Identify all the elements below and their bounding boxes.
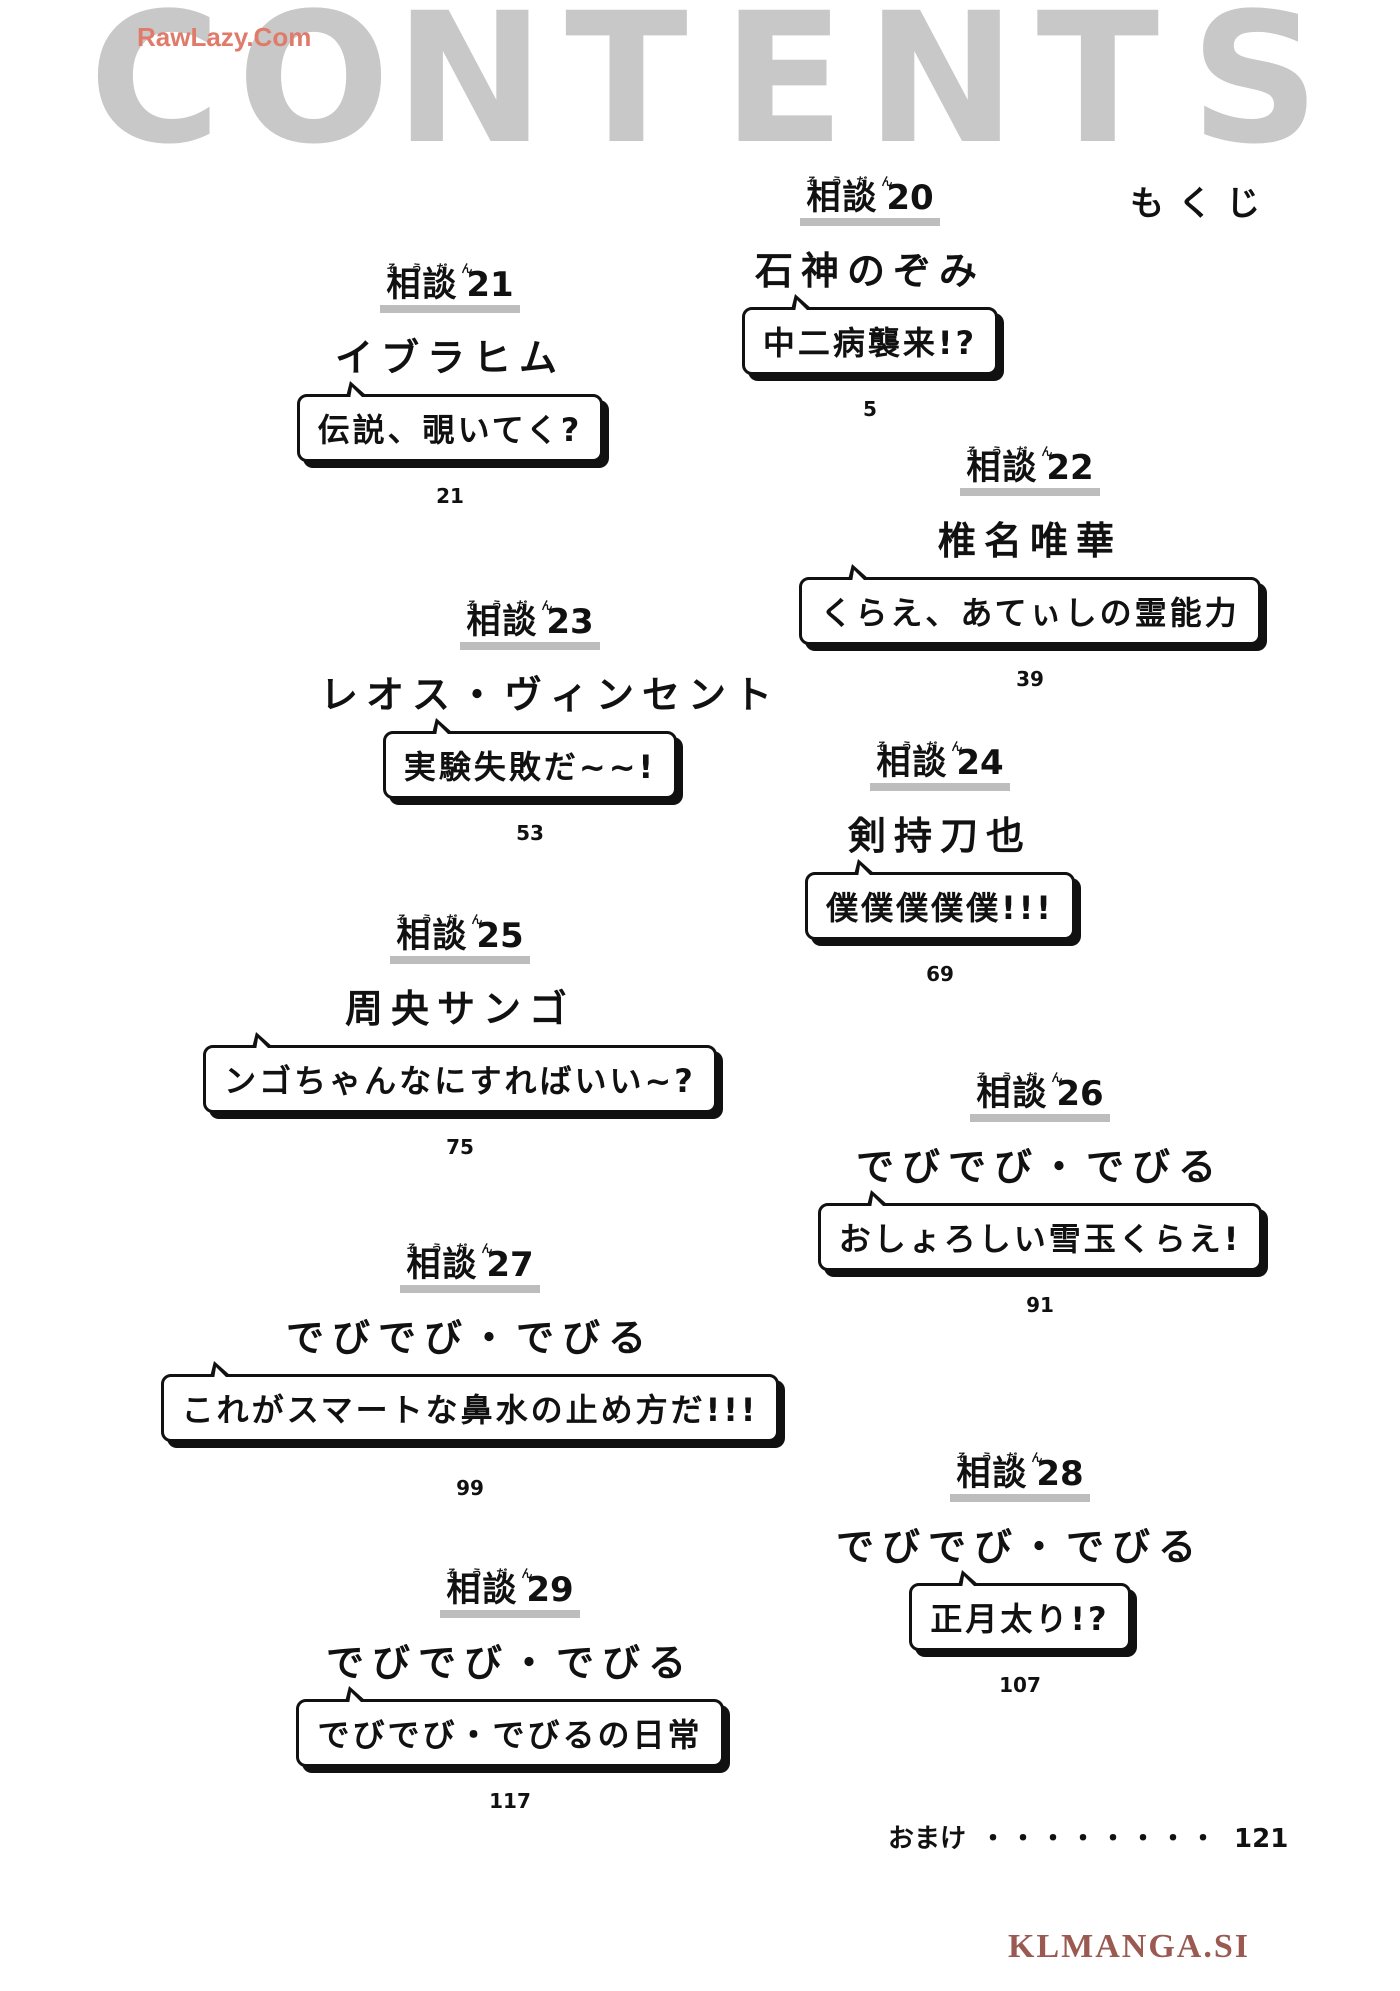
episode-number: 25 [476, 916, 524, 956]
episode-number: 27 [486, 1245, 534, 1285]
character-name: 石神のぞみ [754, 249, 985, 293]
episode-title-bubble: 僕僕僕僕僕!!! [805, 859, 1075, 940]
omake-entry: おまけ・・・・・・・・ 121 [888, 1818, 1288, 1855]
character-name: でびでび・でびる [325, 1641, 694, 1685]
title-letter: O [237, 0, 391, 184]
episode-title-bubble: 正月太り!? [909, 1570, 1131, 1651]
label-kanji: 相談 [396, 916, 469, 956]
page-number: 21 [436, 484, 464, 508]
page-number: 69 [926, 962, 954, 986]
title-letter: T [565, 0, 688, 184]
title-letter: N [394, 0, 545, 184]
label-ruby: そうだん [466, 599, 567, 612]
episode-number: 28 [1036, 1454, 1084, 1494]
episode-title-bubble: おしょろしい雪玉くらえ! [817, 1190, 1263, 1271]
watermark-bottom: KLMANGA.SI [1008, 1928, 1250, 1965]
title-letter: N [865, 0, 1017, 184]
character-name: レオス・ヴィンセント [320, 673, 781, 717]
contents-title: C O N T E N T S [80, 0, 1330, 184]
episode-number: 29 [526, 1570, 574, 1610]
watermark-top: RawLazy.Com [137, 22, 312, 52]
label-ruby: そうだん [976, 1071, 1077, 1084]
character-name: でびでび・でびる [285, 1316, 654, 1360]
label-kanji: 相談 [976, 1074, 1049, 1114]
episode-title-bubble: ンゴちゃんなにすればいい~? [203, 1032, 717, 1113]
label-kanji: 相談 [406, 1245, 479, 1285]
label-ruby: そうだん [446, 1567, 547, 1580]
page-subtitle: もくじ [1130, 184, 1274, 224]
episode-title-bubble: 実験失敗だ~~! [382, 718, 678, 799]
title-letter: C [88, 0, 222, 184]
episode-number: 21 [466, 265, 514, 305]
episode-number: 23 [546, 602, 594, 642]
label-ruby: そうだん [966, 445, 1067, 458]
character-name: イブラヒム [334, 336, 565, 380]
episode-number: 26 [1056, 1074, 1104, 1114]
page-number: 5 [863, 397, 877, 421]
episode-title-bubble: くらえ、あてぃしの霊能力 [799, 564, 1261, 645]
episode-title-bubble: でびでび・でびるの日常 [296, 1686, 724, 1767]
title-letter: T [1036, 0, 1160, 184]
page-number: 75 [446, 1135, 474, 1159]
episode-number: 24 [956, 743, 1004, 783]
page-number: 39 [1016, 667, 1044, 691]
page-number: 117 [489, 1789, 531, 1813]
episode-title-bubble: 中二病襲来!? [741, 294, 999, 375]
label-kanji: 相談 [956, 1454, 1029, 1494]
character-name: 周央サンゴ [344, 987, 575, 1031]
label-kanji: 相談 [446, 1570, 519, 1610]
label-ruby: そうだん [406, 1242, 507, 1255]
page-number: 53 [516, 821, 544, 845]
label-kanji: 相談 [966, 448, 1039, 488]
page-number: 99 [456, 1476, 484, 1500]
episode-number: 22 [1046, 448, 1094, 488]
omake-page-number: 121 [1234, 1824, 1289, 1854]
character-name: 剣持刀也 [847, 814, 1032, 858]
page-number: 91 [1026, 1293, 1054, 1317]
label-ruby: そうだん [386, 262, 487, 275]
title-letter: E [722, 0, 846, 184]
label-ruby: そうだん [876, 740, 977, 753]
label-ruby: そうだん [396, 913, 497, 926]
character-name: でびでび・でびる [855, 1145, 1224, 1189]
episode-number: 20 [886, 178, 934, 218]
label-ruby: そうだん [806, 175, 907, 188]
label-kanji: 相談 [386, 265, 459, 305]
label-kanji: 相談 [876, 743, 949, 783]
episode-title-bubble: これがスマートな鼻水の止め方だ!!! [160, 1361, 780, 1442]
label-kanji: 相談 [806, 178, 879, 218]
character-name: 椎名唯華 [937, 519, 1122, 563]
label-ruby: そうだん [956, 1451, 1057, 1464]
character-name: でびでび・でびる [835, 1525, 1204, 1569]
omake-label: おまけ [888, 1824, 967, 1854]
episode-title-bubble: 伝説、覗いてく? [296, 381, 604, 462]
title-letter: S [1190, 0, 1320, 184]
label-kanji: 相談 [466, 602, 539, 642]
page-number: 107 [999, 1673, 1041, 1697]
leader-dots: ・・・・・・・・ [980, 1824, 1221, 1854]
